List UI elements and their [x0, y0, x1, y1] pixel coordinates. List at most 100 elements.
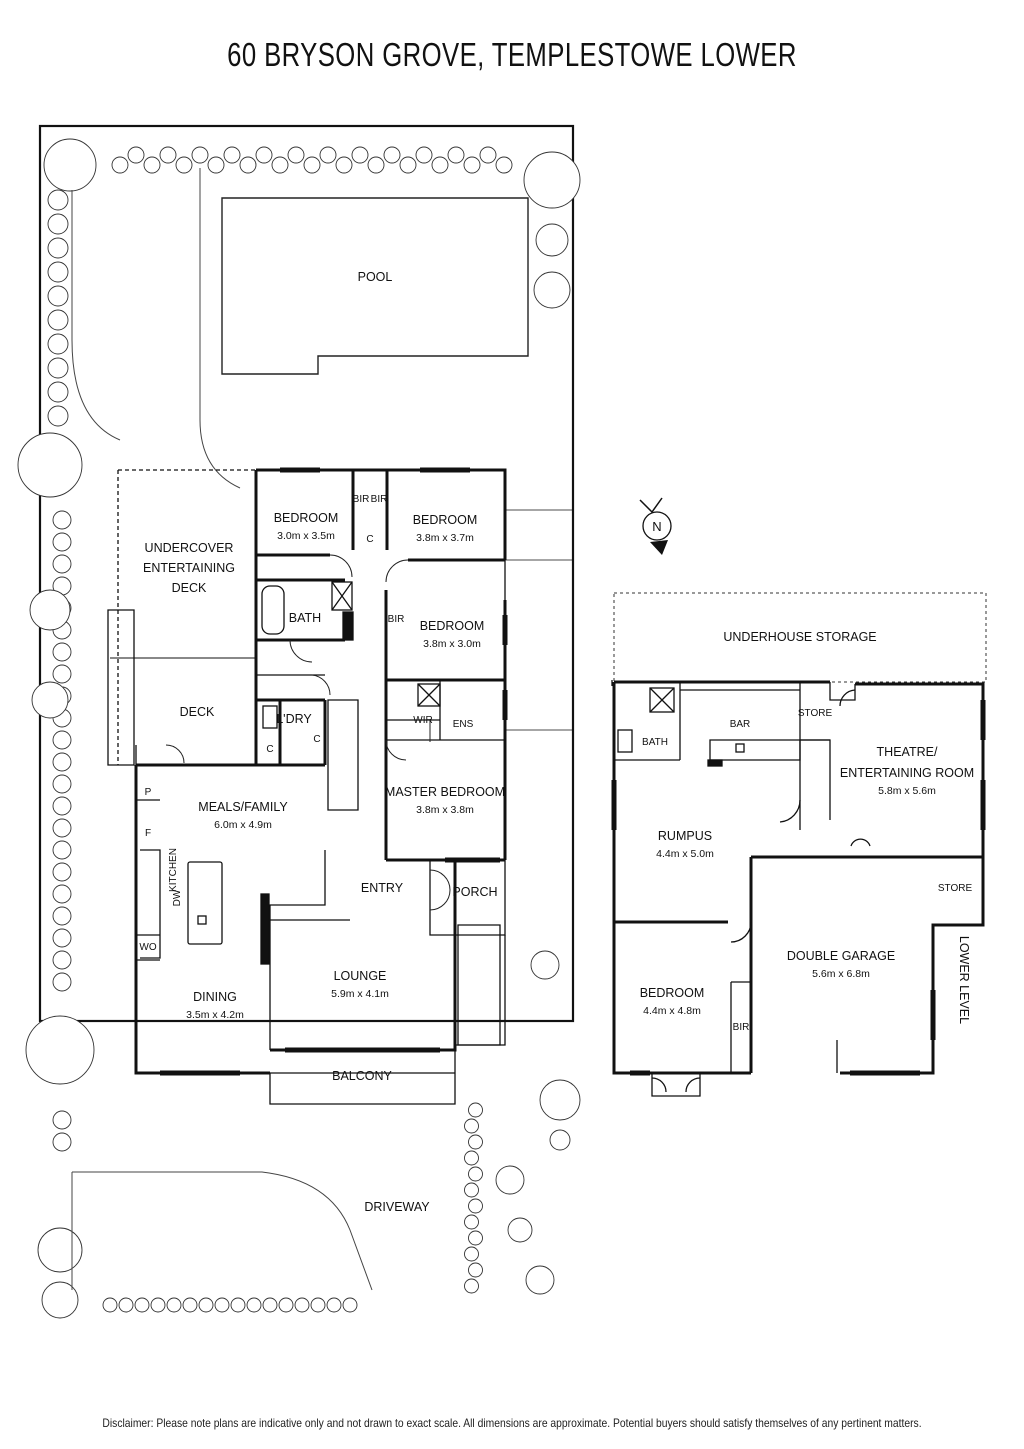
lower-level-windows — [611, 700, 986, 1076]
shrub — [47, 237, 69, 259]
lounge-label: LOUNGE — [334, 969, 387, 983]
lounge-dim: 5.9m x 4.1m — [331, 988, 389, 1000]
shrub — [464, 1214, 479, 1230]
pool-area: POOL — [71, 168, 529, 489]
meals-label: MEALS/FAMILY — [198, 800, 288, 814]
shrub — [262, 1297, 278, 1313]
shrub — [52, 862, 72, 882]
dw-label: DW — [172, 889, 183, 906]
shrub — [143, 156, 161, 174]
wo-label: WO — [139, 942, 156, 953]
wir-label: WIR — [413, 715, 432, 726]
shrub — [52, 730, 72, 750]
door-swings — [165, 554, 451, 911]
shrub — [383, 146, 401, 164]
pool-label: POOL — [358, 270, 393, 284]
shrub — [52, 1132, 72, 1152]
store-2-label: STORE — [938, 883, 973, 894]
disclaimer: Disclaimer: Please note plans are indica… — [102, 1416, 922, 1430]
shrub — [47, 213, 69, 235]
shrub — [166, 1297, 182, 1313]
ens-label: ENS — [453, 719, 474, 730]
shrub — [223, 146, 241, 164]
shrub — [182, 1297, 198, 1313]
shrub — [52, 664, 72, 684]
bedroom-4-label: BEDROOM — [420, 619, 485, 633]
shrub — [431, 156, 449, 174]
lower-bedroom-label: BEDROOM — [640, 986, 705, 1000]
shrub — [47, 381, 69, 403]
shrub — [230, 1297, 246, 1313]
c-3-label: C — [313, 734, 320, 745]
lower-bir-label: BIR — [733, 1022, 750, 1033]
shrub — [52, 1110, 72, 1130]
shrub — [533, 271, 571, 309]
shrub — [52, 906, 72, 926]
shrub — [468, 1166, 483, 1182]
garage-dim: 5.6m x 6.8m — [812, 968, 870, 980]
porch-label: PORCH — [452, 885, 497, 899]
bar-label: BAR — [730, 719, 751, 730]
theatre-dim: 5.8m x 5.6m — [878, 785, 936, 797]
shrub — [464, 1246, 479, 1262]
shrub — [41, 1281, 79, 1319]
shrub — [207, 156, 225, 174]
shrub — [52, 950, 72, 970]
shrub — [37, 1227, 83, 1273]
dining-dim: 3.5m x 4.2m — [186, 1009, 244, 1021]
master-label: MASTER BEDROOM — [385, 785, 505, 799]
undercover-line-2: ENTERTAINING — [143, 561, 235, 575]
shrub — [468, 1230, 483, 1246]
theatre-label-1: THEATRE/ — [877, 745, 938, 759]
page-title: 60 BRYSON GROVE, TEMPLESTOWE LOWER — [227, 36, 797, 73]
shrub — [255, 146, 273, 164]
shrub — [52, 752, 72, 772]
bir-3-label: BIR — [388, 614, 405, 625]
shrub — [271, 156, 289, 174]
shrub — [17, 432, 83, 498]
lower-level-plan: UNDERHOUSE STORAGE — [611, 592, 987, 1097]
shrub — [102, 1297, 118, 1313]
shrub — [523, 151, 581, 209]
shrub — [468, 1102, 483, 1118]
shrub — [468, 1198, 483, 1214]
shrub — [52, 642, 72, 662]
shrub — [539, 1079, 581, 1121]
bedroom-2-label: BEDROOM — [274, 511, 339, 525]
lower-level-partitions — [611, 680, 871, 1097]
shrub — [198, 1297, 214, 1313]
shrub — [507, 1217, 533, 1243]
shrub — [335, 156, 353, 174]
shrub — [127, 146, 145, 164]
shrub — [495, 156, 513, 174]
shrub — [468, 1262, 483, 1278]
pantry-label: P — [145, 787, 152, 798]
shrub — [52, 972, 72, 992]
shrub — [47, 309, 69, 331]
lower-level-walls — [612, 680, 985, 1075]
shrub — [479, 146, 497, 164]
shrub — [52, 840, 72, 860]
shrub — [47, 333, 69, 355]
deck-label: DECK — [180, 705, 215, 719]
shrub — [535, 223, 569, 257]
c-1-label: C — [366, 534, 373, 545]
driveway-label: DRIVEWAY — [364, 1200, 430, 1214]
shrub — [47, 405, 69, 427]
shrub — [150, 1297, 166, 1313]
shrub — [495, 1165, 525, 1195]
compass-icon: N — [639, 497, 672, 555]
shrub — [464, 1278, 479, 1294]
shrub — [399, 156, 417, 174]
shrub — [319, 146, 337, 164]
shrub — [464, 1118, 479, 1134]
shrub — [246, 1297, 262, 1313]
shrub — [287, 146, 305, 164]
shrub — [52, 774, 72, 794]
shrub — [134, 1297, 150, 1313]
interior-partitions — [107, 469, 573, 1105]
shrub — [43, 138, 97, 192]
garden-shrubs — [17, 138, 581, 1319]
driveway-edges — [71, 1171, 373, 1291]
